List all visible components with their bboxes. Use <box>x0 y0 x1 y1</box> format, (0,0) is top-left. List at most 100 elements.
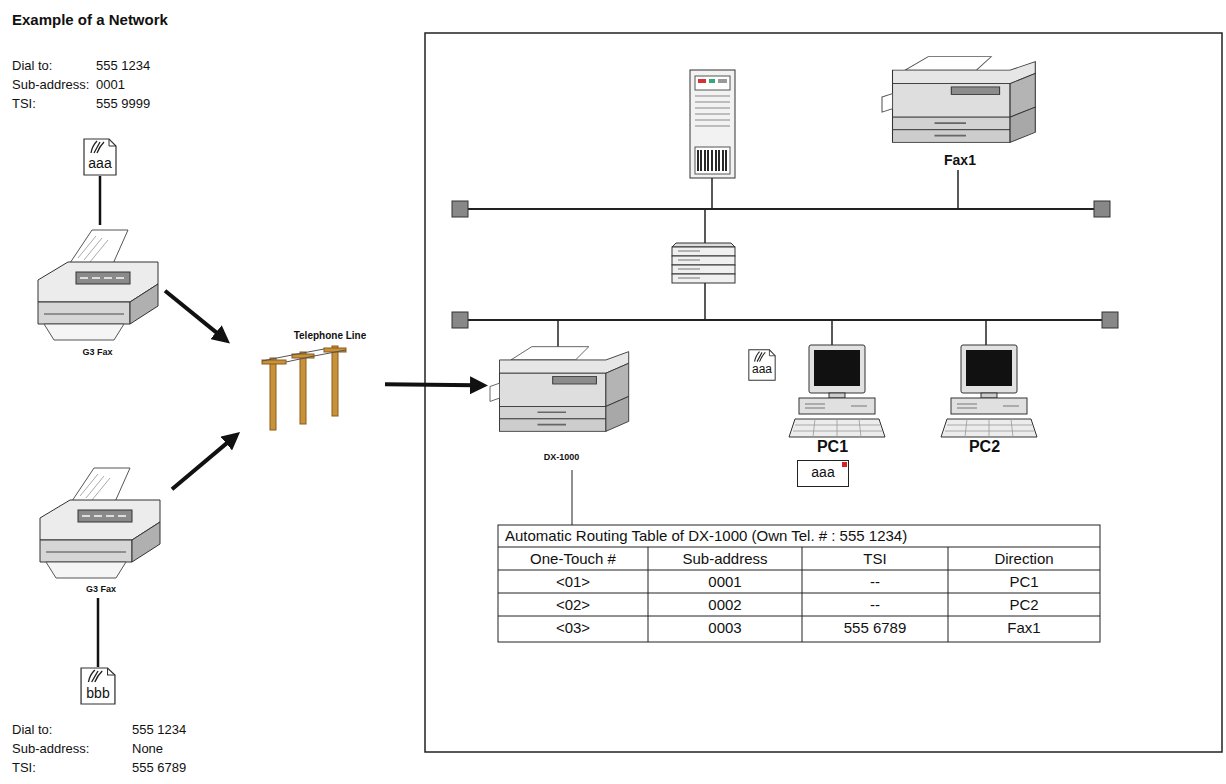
connector-line <box>97 598 100 667</box>
table-header: TSI <box>802 550 948 567</box>
table-cell: -- <box>802 596 948 613</box>
fax-machine: Fax1 <box>875 55 1045 185</box>
connector-arrow <box>172 440 230 489</box>
table-cell: 555 6789 <box>802 619 948 636</box>
server-tower <box>690 70 735 178</box>
node-label: G3 Fax <box>30 584 172 594</box>
document-icon: bbb <box>80 667 116 705</box>
server-case <box>690 70 735 178</box>
pc-illustration <box>789 345 885 437</box>
table-cell: <02> <box>498 596 648 613</box>
email-icon: aaa <box>797 460 849 487</box>
dx-1000-illustration <box>490 347 629 432</box>
table-cell: 0001 <box>648 573 802 590</box>
multifunction-machine: DX-1000 <box>488 340 635 470</box>
document-sheet <box>84 139 116 175</box>
field-label: Sub-address: <box>12 742 132 757</box>
computer: PC1 <box>785 340 880 458</box>
table-cell: PC1 <box>948 573 1100 590</box>
node-label: aaa <box>748 363 776 377</box>
document-sheet <box>749 350 775 380</box>
field-value: None <box>132 742 242 757</box>
table-cell: Fax1 <box>948 619 1100 636</box>
server-bays <box>695 96 730 126</box>
node-label: bbb <box>80 685 116 701</box>
table-header: One-Touch # <box>498 550 648 567</box>
table-border <box>498 525 1100 642</box>
field-value: 555 1234 <box>96 59 206 74</box>
table-cell: 0002 <box>648 596 802 613</box>
pole-crossbar <box>324 348 346 352</box>
table-cell: -- <box>802 573 948 590</box>
server-barcode <box>698 150 726 171</box>
telephone-poles <box>262 346 346 430</box>
telephone-pole <box>332 346 338 416</box>
network-drop <box>711 178 713 209</box>
server-label <box>695 147 730 174</box>
table-title: Automatic Routing Table of DX-1000 (Own … <box>505 527 1095 544</box>
table-cell: 0003 <box>648 619 802 636</box>
telephone-line: Telephone Line <box>230 328 385 432</box>
document-fold <box>108 668 115 675</box>
telephone-pole <box>300 352 306 424</box>
network-drop <box>704 283 706 320</box>
field-label: TSI: <box>12 761 132 776</box>
server-light <box>709 79 715 83</box>
node-label: PC2 <box>937 438 1032 456</box>
table-row-lines <box>498 547 1100 616</box>
hub-top <box>672 243 735 247</box>
field-label: Dial to: <box>12 723 132 738</box>
fax-machine: G3 Fax <box>30 225 165 362</box>
table-cell: PC2 <box>948 596 1100 613</box>
node-label: aaa <box>83 155 117 171</box>
document-fold <box>769 350 775 356</box>
fax-machine: G3 Fax <box>30 462 172 598</box>
node-label: aaa <box>798 464 848 480</box>
bus-terminator <box>1102 312 1118 328</box>
fax-mark <box>88 670 102 682</box>
fax-mark <box>755 352 766 362</box>
node-label: G3 Fax <box>30 347 165 357</box>
node-label: Fax1 <box>875 152 1045 168</box>
network-drop <box>557 320 559 347</box>
bus-terminator <box>452 312 468 328</box>
network-bus <box>460 208 1102 210</box>
connector-line <box>99 176 102 225</box>
network-hub <box>672 243 735 283</box>
field-value: 0001 <box>96 78 206 93</box>
telephone-wires <box>262 349 346 362</box>
mail-flag <box>842 462 847 467</box>
g3-fax-illustration <box>40 468 160 578</box>
pc-illustration <box>941 345 1037 437</box>
server-light <box>698 79 706 83</box>
network-drop <box>831 320 833 345</box>
document-icon: aaa <box>83 138 117 176</box>
table-header: Direction <box>948 550 1100 567</box>
diagram-title: Example of a Network <box>12 11 412 28</box>
fax1-illustration <box>882 57 1035 143</box>
node-label: Telephone Line <box>270 330 390 342</box>
network-drop <box>985 320 987 345</box>
table-header: Sub-address <box>648 550 802 567</box>
hub-ports <box>678 251 700 278</box>
document-icon: aaa <box>748 349 776 381</box>
connector-arrow <box>385 384 475 385</box>
g3-fax-illustration <box>38 230 158 340</box>
fax-mark <box>91 141 104 153</box>
node-label: PC1 <box>785 438 880 456</box>
server-light <box>718 79 727 83</box>
bus-terminator <box>1094 201 1110 217</box>
table-cell: <03> <box>498 619 648 636</box>
bus-terminator <box>452 201 468 217</box>
table-column-lines <box>648 547 948 642</box>
document-fold <box>109 139 116 146</box>
server-panel <box>695 76 730 90</box>
network-drop <box>704 209 706 243</box>
field-value: 555 9999 <box>96 97 206 112</box>
table-leader-line <box>572 470 573 525</box>
connector-arrow <box>165 291 220 336</box>
telephone-pole <box>270 358 276 430</box>
field-value: 555 6789 <box>132 761 242 776</box>
